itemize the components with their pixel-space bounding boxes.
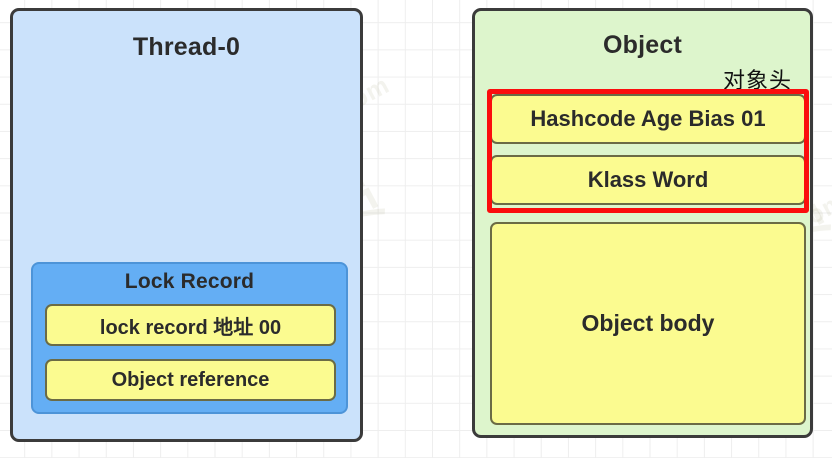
object-header-annotation: 对象头 — [722, 68, 792, 93]
thread-box: Thread-0 Lock Record lock record 地址 00 O… — [10, 8, 363, 442]
lock-record-title: Lock Record — [124, 270, 255, 293]
mark-word-row: Hashcode Age Bias 01 — [490, 94, 806, 144]
klass-word-row: Klass Word — [490, 155, 806, 205]
object-reference-row: Object reference — [45, 359, 336, 401]
thread-title: Thread-0 — [132, 33, 241, 61]
object-body-row: Object body — [490, 222, 806, 425]
object-title: Object — [603, 31, 682, 59]
lock-record-box: Lock Record lock record 地址 00 Object ref… — [31, 262, 348, 414]
lock-record-address-row: lock record 地址 00 — [45, 304, 336, 346]
object-box: Object 对象头 Hashcode Age Bias 01 Klass Wo… — [472, 8, 813, 438]
